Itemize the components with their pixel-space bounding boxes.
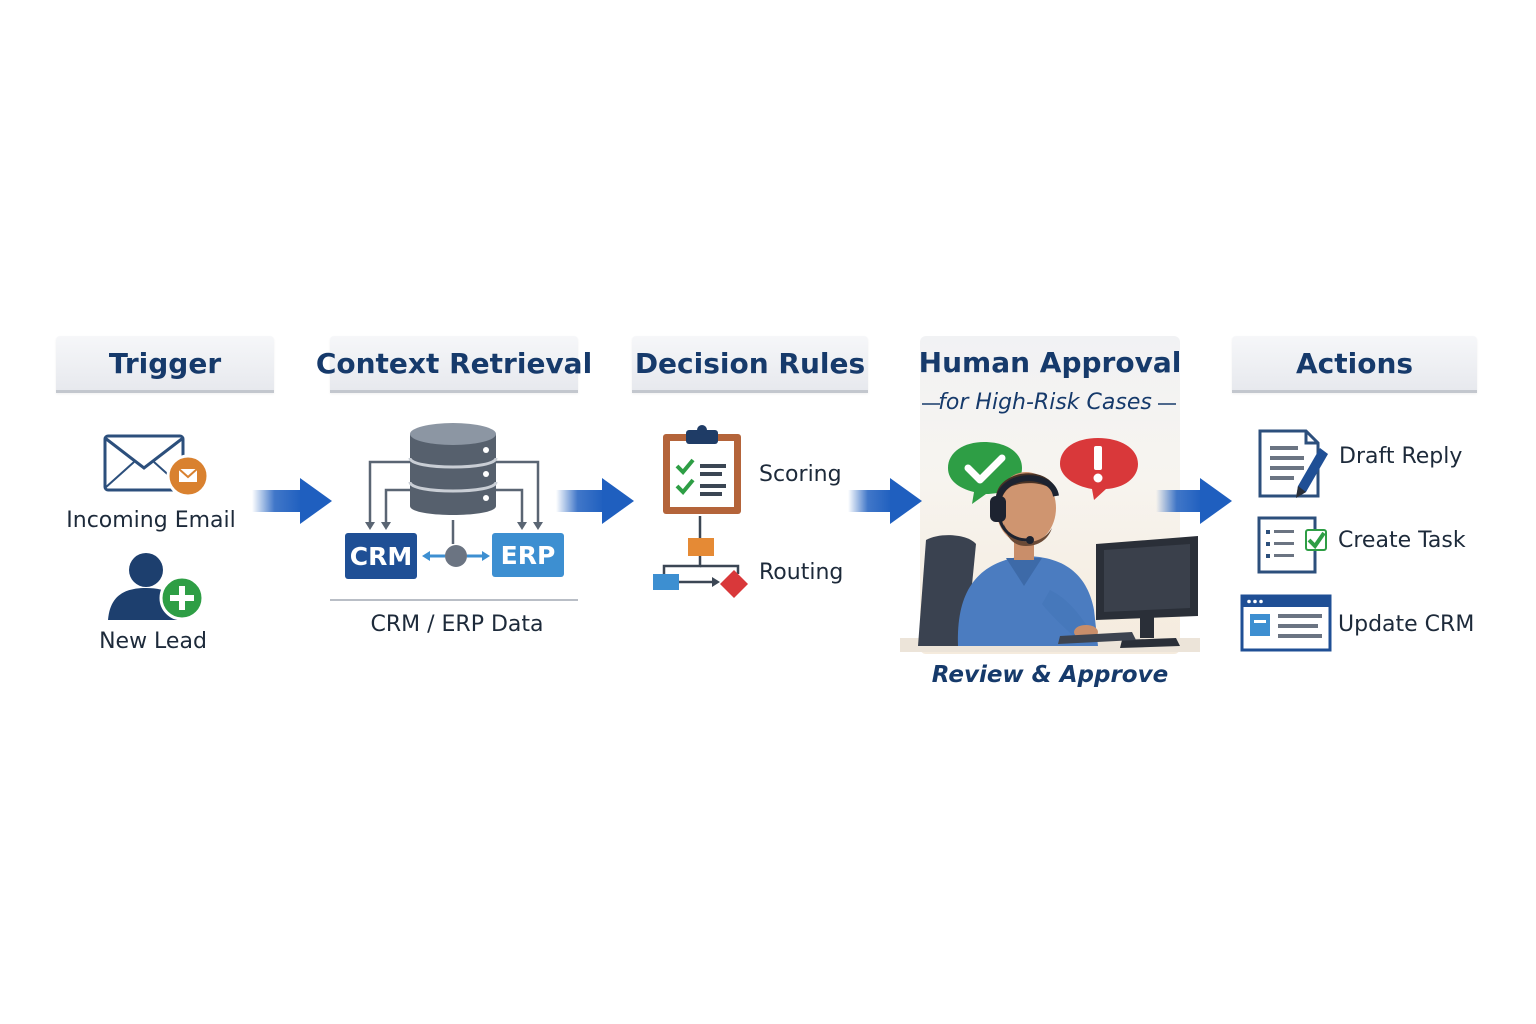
update-crm-label: Update CRM — [1338, 612, 1475, 637]
decision-rules-header: Decision Rules — [632, 336, 868, 393]
crm-window-icon — [1240, 594, 1332, 652]
context-divider — [330, 599, 578, 601]
clipboard-checklist-icon — [663, 425, 741, 514]
routing-label: Routing — [759, 560, 844, 585]
user-add-icon — [108, 553, 205, 621]
crm-erp-data-label: CRM / ERP Data — [370, 612, 544, 637]
decision-rules-title: Decision Rules — [634, 346, 866, 380]
flow-arrow-1 — [252, 478, 332, 524]
crm-badge: CRM — [345, 533, 417, 579]
document-pen-icon — [1258, 429, 1328, 498]
flow-arrow-3 — [848, 478, 922, 524]
context-retrieval-title: Context Retrieval — [315, 346, 593, 380]
flow-arrow-2 — [556, 478, 634, 524]
trigger-title: Trigger — [108, 346, 222, 380]
actions-header: Actions — [1232, 336, 1477, 393]
trigger-header: Trigger — [56, 336, 274, 393]
envelope-icon — [103, 434, 210, 498]
review-approve-caption: Review & Approve — [931, 662, 1169, 688]
alert-bubble-icon — [1060, 438, 1138, 500]
erp-badge-label: ERP — [500, 540, 556, 570]
scoring-label: Scoring — [759, 462, 842, 487]
operator-at-computer-illustration — [900, 472, 1200, 652]
flowchart-icon — [653, 516, 748, 598]
context-retrieval-header: Context Retrieval — [316, 336, 592, 393]
human-approval-title: Human Approval — [918, 346, 1182, 379]
actions-title: Actions — [1295, 346, 1414, 380]
database-icon — [365, 423, 543, 567]
draft-reply-label: Draft Reply — [1339, 444, 1463, 469]
task-checklist-icon — [1257, 516, 1327, 574]
create-task-label: Create Task — [1338, 528, 1466, 553]
flow-arrow-4 — [1156, 478, 1232, 524]
crm-badge-label: CRM — [349, 541, 413, 571]
incoming-email-label: Incoming Email — [66, 508, 236, 533]
human-approval-subtitle: for High-Risk Cases — [938, 390, 1152, 415]
new-lead-label: New Lead — [99, 629, 207, 654]
erp-badge: ERP — [492, 533, 564, 577]
